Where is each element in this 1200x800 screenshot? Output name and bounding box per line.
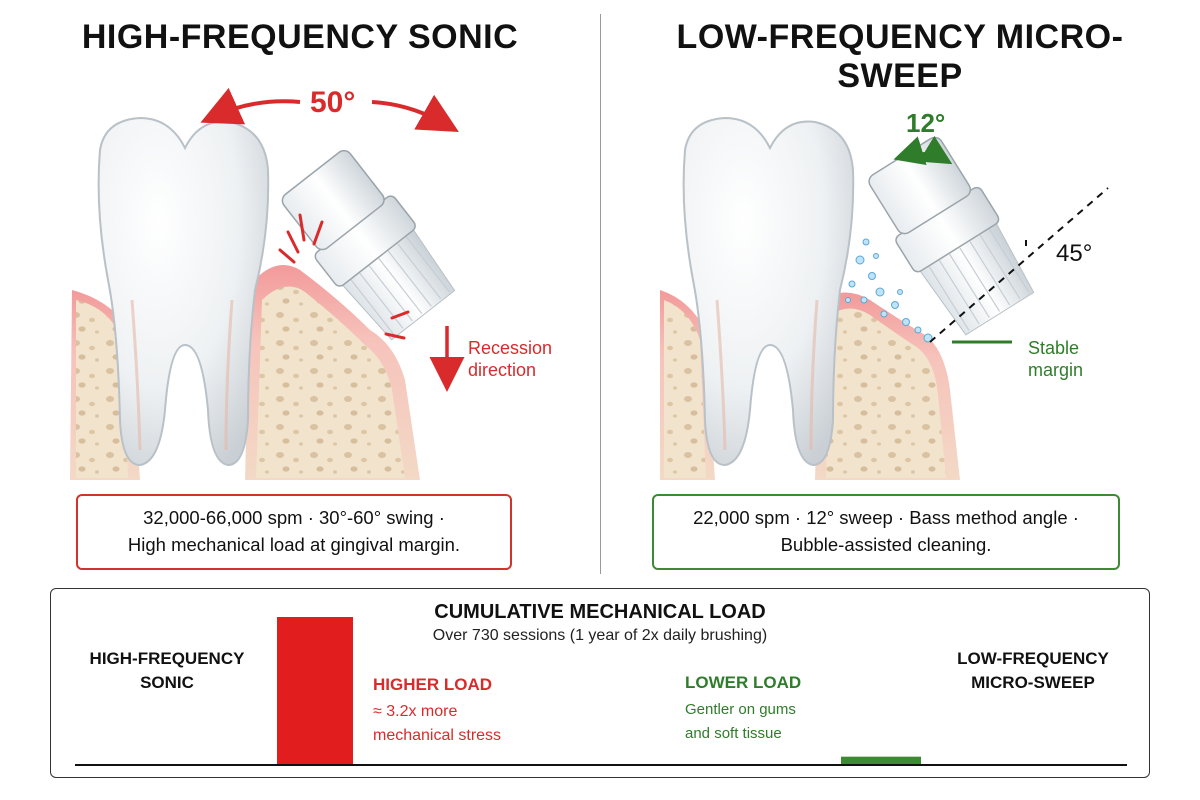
load-comparison-panel: CUMULATIVE MECHANICAL LOAD Over 730 sess…	[50, 588, 1150, 778]
right-caption-line1: 22,000 spm · 12° sweep · Bass method ang…	[693, 507, 1079, 529]
left-caption-box: 32,000-66,000 spm · 30°-60° swing · High…	[76, 494, 512, 570]
left-swing-angle-label: 50°	[310, 86, 356, 119]
stable-margin-label-line1: Stable	[1028, 338, 1080, 358]
left-caption-line2: High mechanical load at gingival margin.	[127, 534, 461, 555]
bar-low-frequency	[841, 756, 921, 765]
higher-load-heading: HIGHER LOAD	[373, 675, 492, 694]
right-tooth	[682, 116, 855, 467]
stable-margin-label-line2: margin	[1028, 360, 1084, 380]
low-label-line2: MICRO-SWEEP	[971, 673, 1095, 692]
left-bone	[76, 300, 128, 478]
left-caption-line1: 32,000-66,000 spm · 30°-60° swing ·	[143, 507, 445, 529]
right-sweep-angle-label: 12°	[906, 108, 946, 138]
right-caption-line2: Bubble-assisted cleaning.	[780, 534, 992, 555]
lower-load-line2: and soft tissue	[685, 725, 782, 742]
lower-load-line1: Gentler on gums	[685, 701, 796, 718]
low-label-line1: LOW-FREQUENCY	[957, 649, 1109, 668]
higher-load-line2: mechanical stress	[373, 727, 502, 744]
right-panel-title: LOW-FREQUENCY MICRO-SWEEP	[676, 18, 1124, 95]
left-illustration	[70, 87, 465, 480]
bar-high-frequency	[277, 617, 353, 765]
higher-load-line1: ≈ 3.2x more	[373, 703, 458, 720]
high-label-line1: HIGH-FREQUENCY	[89, 649, 245, 668]
recession-label-line2: direction	[468, 360, 537, 380]
left-panel-title: HIGH-FREQUENCY SONIC	[81, 18, 519, 56]
high-label-line2: SONIC	[140, 673, 194, 692]
right-bass-angle-label: 45°	[1056, 240, 1093, 267]
panel-divider	[600, 14, 601, 574]
bubbles	[845, 238, 933, 343]
left-tooth	[97, 116, 270, 467]
recession-label-line1: Recession	[468, 338, 553, 358]
load-chart-subtitle: Over 730 sessions (1 year of 2x daily br…	[432, 627, 768, 644]
right-illustration	[660, 116, 1109, 480]
bass-angle-line	[929, 187, 1109, 343]
left-swing-arrow	[200, 87, 301, 125]
right-caption-box: 22,000 spm · 12° sweep · Bass method ang…	[652, 494, 1120, 570]
load-chart-title: CUMULATIVE MECHANICAL LOAD	[434, 601, 766, 623]
load-bar-chart	[75, 617, 1127, 766]
lower-load-heading: LOWER LOAD	[685, 673, 802, 692]
